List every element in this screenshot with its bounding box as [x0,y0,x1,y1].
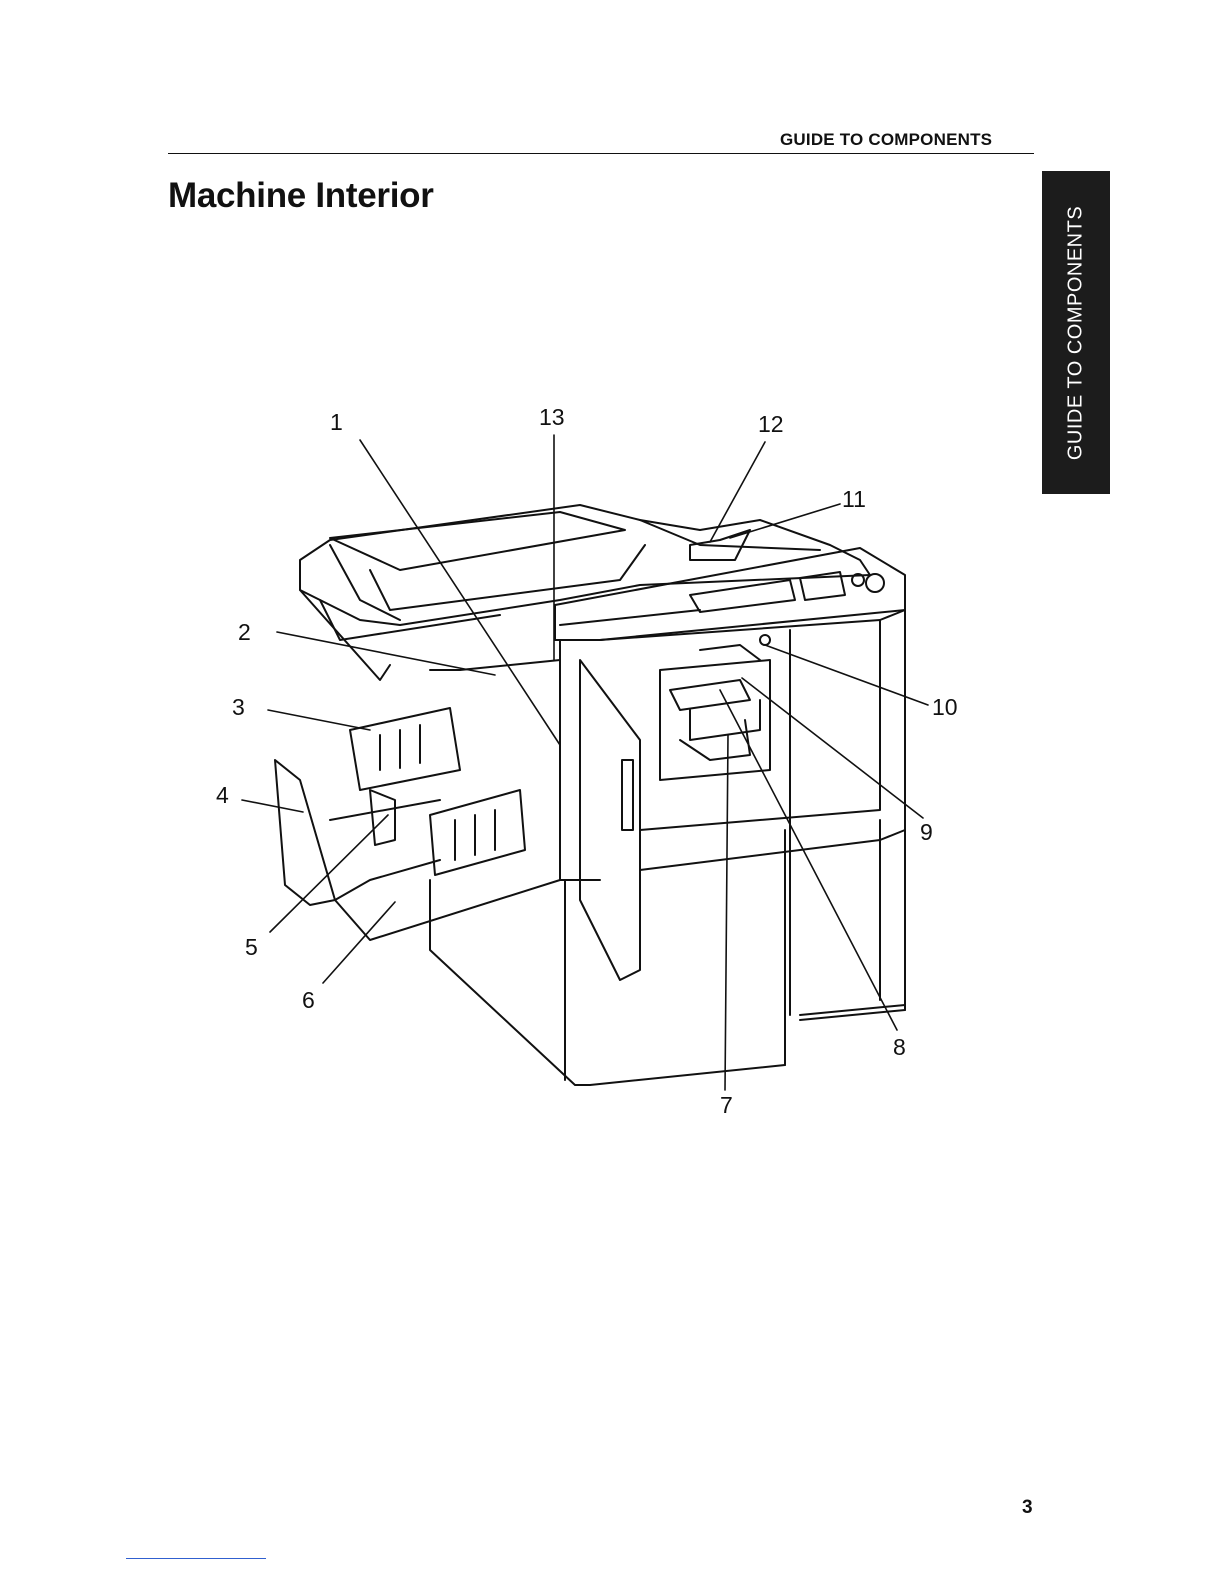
page-number: 3 [1022,1497,1033,1519]
drum-compartment-drawing [660,635,770,780]
machine-body-drawing [430,610,905,1085]
callout-2: 2 [238,619,251,645]
front-door-drawing [580,660,640,980]
callout-8: 8 [893,1034,906,1060]
callout-13: 13 [539,404,565,430]
callout-4: 4 [216,782,229,808]
callout-6: 6 [302,987,315,1013]
control-panel-drawing [555,548,905,640]
callout-10: 10 [932,694,958,720]
footer-rule [126,1558,266,1559]
callout-9: 9 [920,819,933,845]
callout-12: 12 [758,411,784,437]
callout-3: 3 [232,694,245,720]
callout-7: 7 [720,1092,733,1118]
callout-1: 1 [330,409,343,435]
paper-feed-tray-drawing [275,660,560,940]
callout-5: 5 [245,934,258,960]
leader-lines [242,435,928,1090]
callout-11: 11 [842,486,866,512]
